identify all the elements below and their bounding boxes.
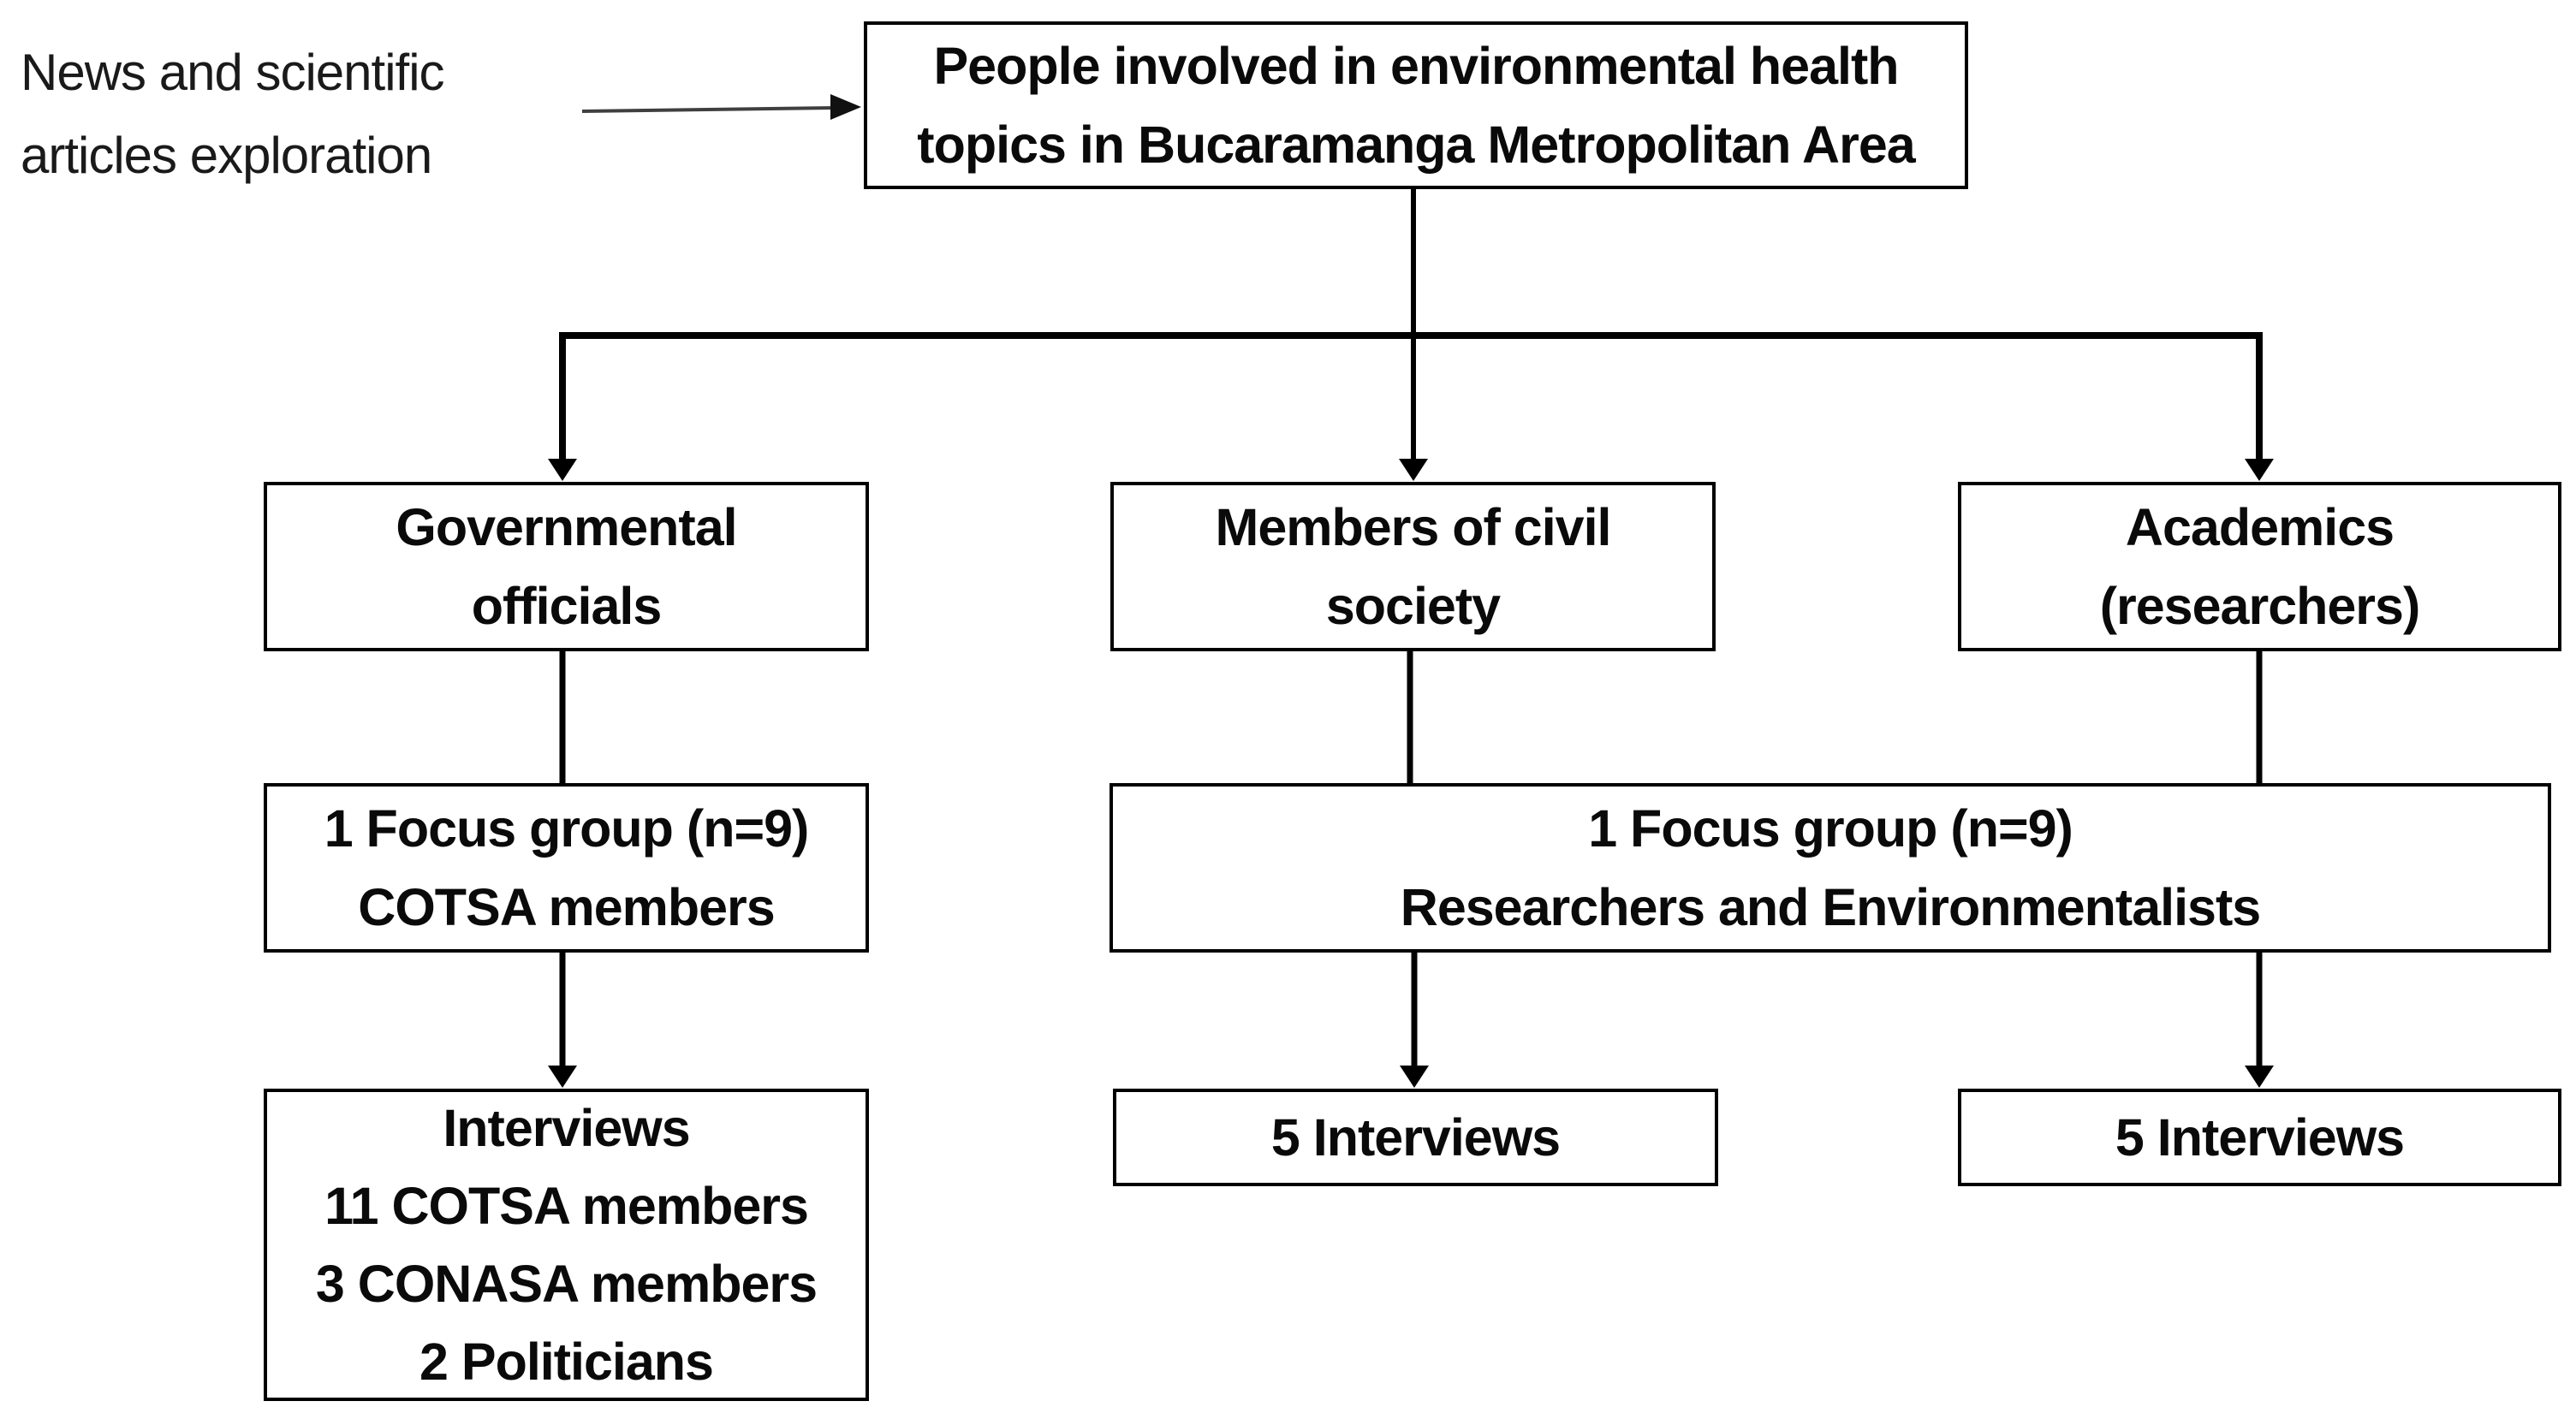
node-line: (researchers) — [2099, 577, 2421, 635]
node-interviews-civil: 5 Interviews — [1113, 1089, 1718, 1186]
annotation-line: News and scientific — [21, 44, 445, 101]
arrowhead-down-icon — [2245, 459, 2274, 481]
node-line: 1 Focus group (n=9) — [324, 799, 810, 858]
arrowhead-down-icon — [2245, 1066, 2274, 1088]
annotation-label: News and scientific articles exploration — [21, 31, 445, 197]
arrowhead-down-icon — [548, 1066, 577, 1088]
node-members-of-civil-society: Members of civil society — [1110, 482, 1716, 651]
node-focus-group-researchers: 1 Focus group (n=9) Researchers and Envi… — [1110, 783, 2551, 953]
arrowhead-down-icon — [548, 459, 577, 481]
annotation-line: articles exploration — [21, 127, 432, 184]
annotation-arrow-line — [581, 106, 835, 113]
arrowhead-down-icon — [1400, 1066, 1429, 1088]
node-people-involved: People involved in environmental health … — [864, 21, 1968, 189]
node-line: People involved in environmental health — [933, 37, 1899, 95]
node-focus-group-cotsa: 1 Focus group (n=9) COTSA members — [264, 783, 869, 953]
node-line: Interviews — [443, 1098, 690, 1157]
node-line: society — [1325, 577, 1501, 635]
node-line: 5 Interviews — [2115, 1108, 2405, 1167]
node-academics-researchers: Academics (researchers) — [1958, 482, 2561, 651]
node-line: 5 Interviews — [1270, 1108, 1561, 1167]
node-line: Researchers and Environmentalists — [1400, 878, 2261, 936]
node-line: 11 COTSA members — [324, 1176, 809, 1235]
arrowhead-down-icon — [1399, 459, 1428, 481]
node-line: Members of civil — [1215, 498, 1612, 556]
node-line: Governmental — [396, 498, 737, 556]
node-line: 3 CONASA members — [315, 1254, 818, 1313]
node-line: 2 Politicians — [419, 1332, 714, 1391]
node-interviews-governmental: Interviews 11 COTSA members 3 CONASA mem… — [264, 1089, 869, 1401]
node-line: topics in Bucaramanga Metropolitan Area — [917, 116, 1915, 174]
node-governmental-officials: Governmental officials — [264, 482, 869, 651]
node-line: COTSA members — [358, 878, 775, 936]
arrowhead-right-icon — [830, 94, 861, 120]
node-line: officials — [471, 577, 663, 635]
node-line: 1 Focus group (n=9) — [1588, 799, 2073, 858]
node-line: Academics — [2125, 498, 2395, 556]
node-interviews-academics: 5 Interviews — [1958, 1089, 2561, 1186]
